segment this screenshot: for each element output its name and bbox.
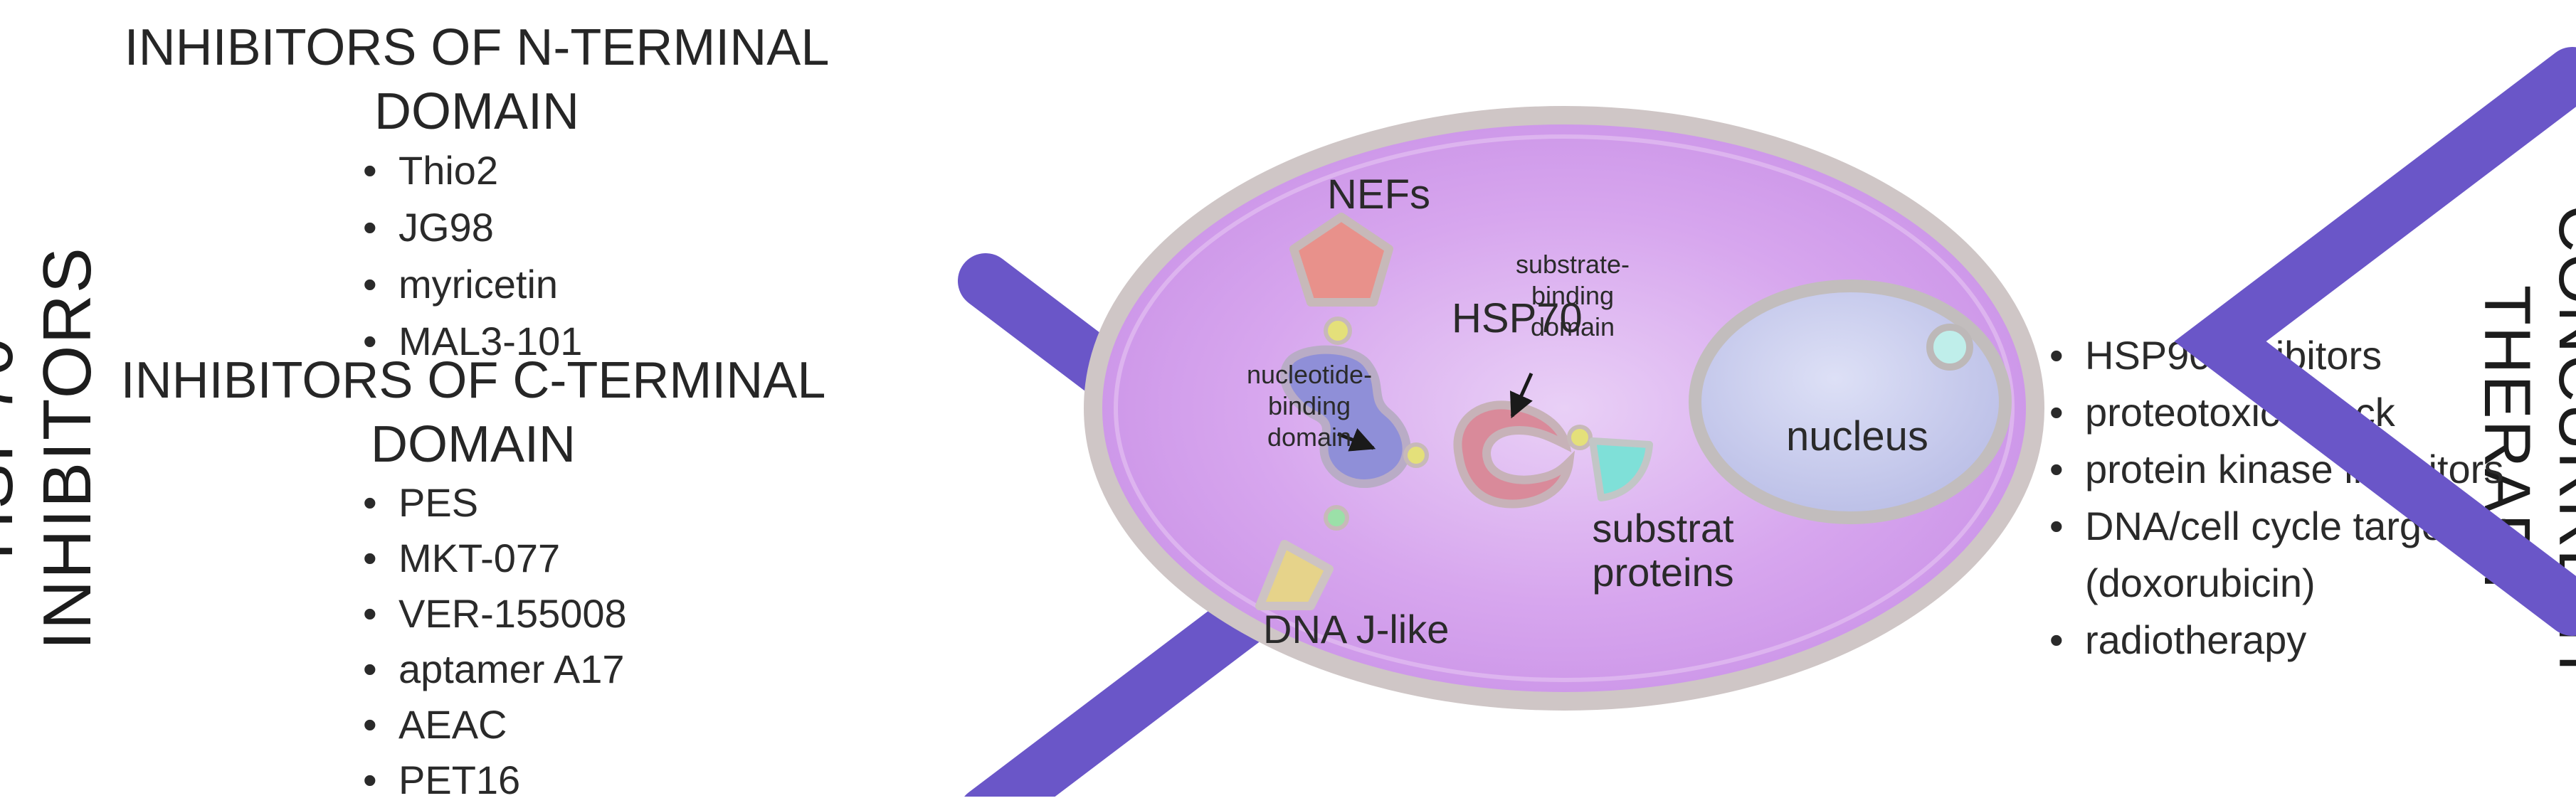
nefs-label: NEFs <box>1327 171 1430 218</box>
nbd-linker-dot <box>1403 442 1429 468</box>
nucleus-shape <box>1689 280 2012 524</box>
substrat-label-line1: substrat <box>1592 506 1734 551</box>
list-item: myricetin <box>363 256 582 313</box>
nbd-label-line2: binding <box>1267 391 1351 420</box>
nbd-label-line3: domain <box>1267 422 1352 452</box>
list-item: radiotherapy <box>2049 612 2508 669</box>
list-item: JG98 <box>363 199 582 256</box>
c-terminal-inhibitor-list: PES MKT-077 VER-155008 aptamer A17 AEAC … <box>363 475 627 808</box>
list-item: PES <box>363 475 627 531</box>
n-terminal-heading-line2: DOMAIN <box>374 83 579 140</box>
list-item: aptamer A17 <box>363 642 627 697</box>
nucleotide-binding-domain-label: nucleotide- binding domain <box>1235 359 1384 453</box>
list-item: MKT-077 <box>363 531 627 586</box>
list-item: PET16 <box>363 753 627 808</box>
substrate-binding-domain-label: substrate-binding domain <box>1480 249 1665 343</box>
c-terminal-heading: INHIBITORS OF C-TERMINAL DOMAIN <box>100 349 847 477</box>
substrat-proteins-label: substrat proteins <box>1581 506 1745 595</box>
list-item: MAL3-101 <box>363 313 582 370</box>
n-terminal-heading-line1: INHIBITORS OF N-TERMINAL <box>124 19 830 76</box>
dnaj-linker-dot <box>1324 505 1349 531</box>
hsp70-label: HSP70 <box>1452 295 1583 341</box>
n-terminal-inhibitor-list: Thio2 JG98 myricetin MAL3-101 <box>363 142 582 370</box>
substrat-protein-shape <box>1589 437 1653 501</box>
list-item: Thio2 <box>363 142 582 199</box>
list-item: VER-155008 <box>363 586 627 642</box>
c-terminal-heading-line1: INHIBITORS OF C-TERMINAL <box>120 352 826 409</box>
sbd-linker-dot <box>1567 425 1593 450</box>
right-chevron <box>2174 47 2576 636</box>
c-terminal-heading-line2: DOMAIN <box>371 416 576 473</box>
cell-inner-ring <box>1114 134 2015 682</box>
nefs-pentagon <box>1289 213 1393 307</box>
list-item: AEAC <box>363 697 627 753</box>
nbd-arrow <box>1337 428 1376 452</box>
dnaj-label: DNA J-like <box>1263 607 1450 652</box>
dnaj-trapezoid <box>1255 540 1334 610</box>
sbd-label-line2: domain <box>1530 312 1615 341</box>
nucleus-label: nucleus <box>1786 413 1928 459</box>
right-chevron-shape <box>2174 47 2576 636</box>
sbd-label-line1: substrate-binding <box>1515 250 1630 310</box>
n-terminal-heading: INHIBITORS OF N-TERMINAL DOMAIN <box>114 16 840 144</box>
substrat-label-line2: proteins <box>1592 550 1734 595</box>
nucleolus-shape <box>1926 324 1973 371</box>
nbd-label-line1: nucleotide- <box>1246 360 1373 389</box>
nucleotide-binding-domain-shape <box>1279 345 1411 488</box>
nefs-linker-dot <box>1324 317 1352 345</box>
list-item: (doxorubicin) <box>2085 560 2316 605</box>
sbd-arrow <box>1509 372 1534 419</box>
